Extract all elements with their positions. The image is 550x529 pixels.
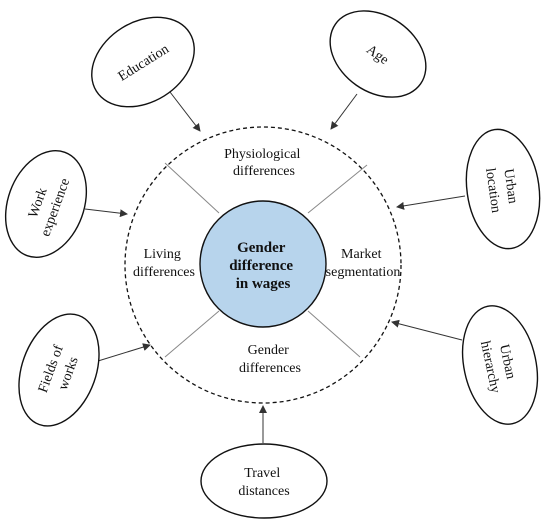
spoke-bottom-left bbox=[164, 310, 220, 358]
sector-label-right: Market segmentation bbox=[326, 247, 401, 280]
factor-urban-hierarchy: Urban hierarchy bbox=[461, 305, 539, 425]
factor-urban-location: Urban location bbox=[465, 128, 541, 250]
spoke-top-left bbox=[164, 162, 220, 214]
arrow-education bbox=[169, 91, 201, 132]
sector-label-left: Living differences bbox=[133, 247, 195, 280]
center-circle bbox=[199, 200, 327, 328]
factor-travel-distances: Travel distances bbox=[200, 443, 328, 519]
arrow-urban-hierarchy bbox=[391, 319, 463, 341]
spoke-top-right bbox=[307, 164, 368, 214]
arrow-fields-of-works bbox=[97, 343, 151, 362]
svg-text:Travel distances: Travel distances bbox=[238, 466, 289, 499]
sector-label-bottom: Gender differences bbox=[239, 343, 301, 376]
factor-fields-of-works: Fields of works bbox=[18, 313, 100, 427]
factor-age: Age bbox=[329, 10, 427, 98]
factor-education: Education bbox=[91, 16, 195, 108]
arrow-urban-location bbox=[396, 195, 466, 210]
svg-text:Urban location: Urban location bbox=[482, 165, 521, 214]
spoke-bottom-right bbox=[307, 310, 361, 358]
factor-work-experience: Work experience bbox=[4, 150, 88, 258]
outer-dashed-circle bbox=[124, 126, 402, 404]
center-label: Gender difference in wages bbox=[229, 240, 297, 292]
sector-label-top: Physiological differences bbox=[224, 147, 304, 179]
arrow-age bbox=[330, 93, 358, 130]
arrow-work-experience bbox=[84, 208, 128, 218]
